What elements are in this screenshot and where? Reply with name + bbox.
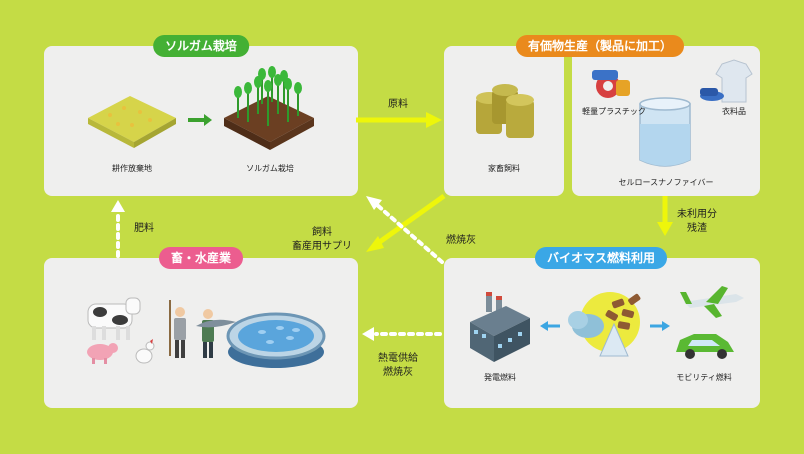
pig-illustration xyxy=(87,343,118,364)
car-illustration xyxy=(676,334,734,359)
feed-flow-label: 飼料畜産用サプリ xyxy=(292,227,352,252)
ash-flow-label: 燃焼灰 xyxy=(446,235,476,246)
plastic-label: 軽量プラスチック xyxy=(582,107,646,116)
arrow-residue xyxy=(657,196,673,236)
arrow-ash xyxy=(366,196,444,264)
sorghum-field-illustration xyxy=(224,66,314,150)
plastic-parts-illustration xyxy=(592,70,630,98)
arrow-fertilizer xyxy=(111,200,125,258)
cnf-label: セルロースナノファイバー xyxy=(618,178,714,187)
chicken-illustration xyxy=(135,339,155,364)
value-products-title: 有価物生産（製品に加工） xyxy=(515,35,685,57)
fertilizer-label: 肥料 xyxy=(134,223,154,234)
farmland-label: 耕作放棄地 xyxy=(112,164,152,173)
arrow-heat-power xyxy=(362,327,442,341)
airplane-illustration xyxy=(680,286,744,318)
biomass-title: バイオマス燃料利用 xyxy=(534,247,668,269)
arrow-feed xyxy=(366,193,446,252)
heat-power-label: 熱電供給燃焼灰 xyxy=(378,353,418,378)
arrow-raw-material xyxy=(356,112,442,128)
beaker-illustration xyxy=(639,97,691,167)
sorghum-field-label: ソルガム栽培 xyxy=(246,164,294,173)
biomass-blue-arrows xyxy=(540,321,670,331)
hay-bales-illustration xyxy=(476,84,534,138)
clothing-illustration xyxy=(700,59,753,103)
fisherman-illustration xyxy=(196,309,236,358)
mobility-fuel-label: モビリティ燃料 xyxy=(676,373,732,382)
raw-material-label: 原料 xyxy=(388,99,408,110)
power-fuel-label: 発電燃料 xyxy=(484,373,516,382)
farmer-illustration xyxy=(169,300,186,358)
fish-pen-illustration xyxy=(226,312,326,368)
cow-illustration xyxy=(87,297,141,340)
biomass-fuel-illustration xyxy=(568,292,641,357)
clothing-label: 衣料品 xyxy=(722,107,746,116)
feed-label: 家畜飼料 xyxy=(488,164,520,173)
green-arrow xyxy=(188,114,212,126)
power-plant-illustration xyxy=(470,292,530,362)
animal-title: 畜・水産業 xyxy=(158,247,244,269)
residue-flow-label: 未利用分残渣 xyxy=(677,209,717,234)
farmland-illustration xyxy=(88,96,176,148)
sorghum-title: ソルガム栽培 xyxy=(153,35,249,57)
